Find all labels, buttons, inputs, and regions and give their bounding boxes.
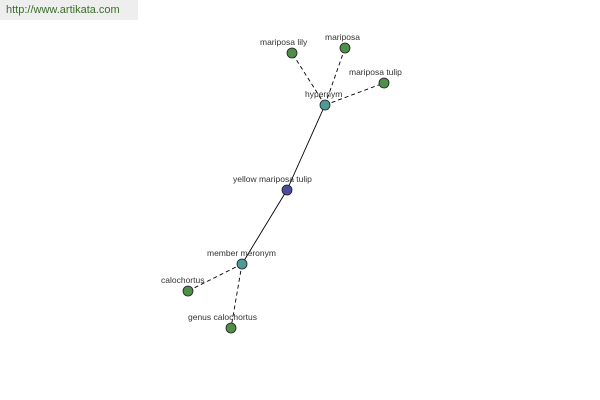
node-yellow-mariposa-tulip[interactable] [281, 184, 293, 196]
label-calochortus: calochortus [161, 275, 204, 285]
edge-hypernym-mariposa-tulip [324, 82, 385, 106]
edge-member-meronym-genus-calochortus [230, 263, 243, 329]
label-hypernym: hypernym [305, 89, 342, 99]
label-genus-calochortus: genus calochortus [188, 312, 257, 322]
label-mariposa: mariposa [325, 32, 360, 42]
label-mariposa-tulip: mariposa tulip [349, 67, 402, 77]
node-mariposa-tulip[interactable] [378, 77, 390, 89]
edge-hypernym-mariposa [324, 47, 346, 106]
node-mariposa[interactable] [339, 42, 351, 54]
node-calochortus[interactable] [182, 285, 194, 297]
label-member-meronym: member meronym [207, 248, 276, 258]
node-member-meronym[interactable] [236, 258, 248, 270]
edge-hypernym-mariposa-lily [291, 52, 326, 106]
edge-hypernym-center [286, 104, 326, 191]
label-yellow-mariposa-tulip: yellow mariposa tulip [233, 174, 312, 184]
watermark-link[interactable]: http://www.artikata.com [0, 0, 138, 20]
node-mariposa-lily[interactable] [286, 47, 298, 59]
edge-member-meronym-calochortus [187, 263, 243, 292]
label-mariposa-lily: mariposa lily [260, 37, 308, 47]
node-hypernym[interactable] [319, 99, 331, 111]
edge-center-member-meronym [241, 189, 288, 265]
node-genus-calochortus[interactable] [225, 322, 237, 334]
